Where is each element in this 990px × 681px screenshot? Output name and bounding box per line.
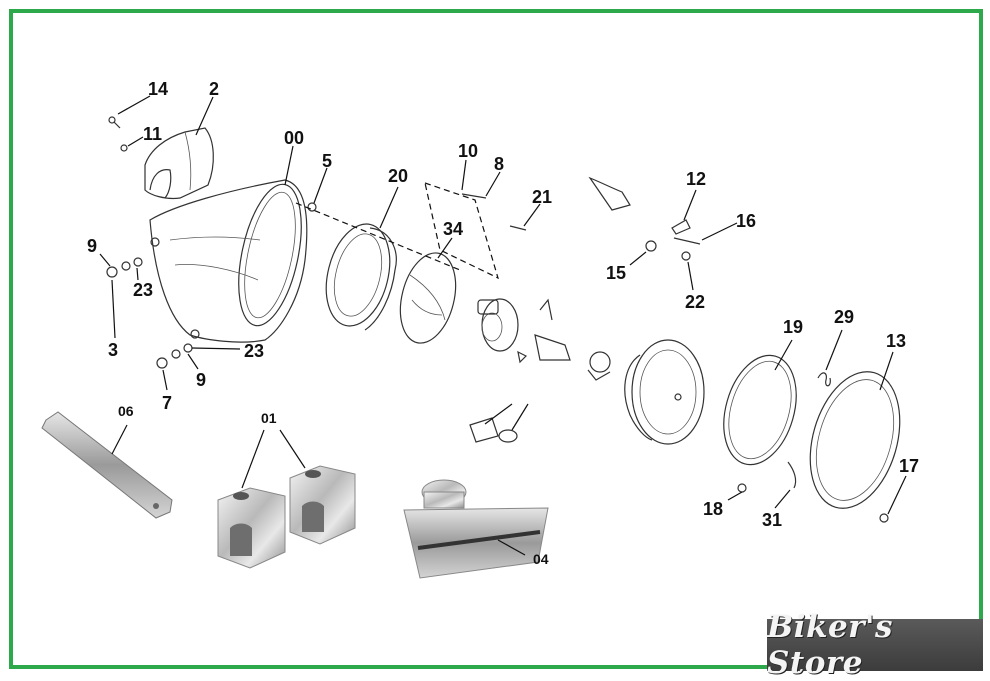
- callout-01: 01: [261, 410, 277, 426]
- mounting-ring-part: [325, 223, 397, 331]
- retaining-ring-part: [723, 354, 797, 466]
- callout-10: 10: [458, 141, 478, 161]
- callout-numbers: 14 2 11 00 5 20 10 8 21 34 12 16 15 22 9…: [87, 79, 919, 567]
- bulb-socket-part: [477, 298, 611, 381]
- riser-clamps-part: [217, 465, 356, 569]
- screws-and-washers: [106, 116, 889, 523]
- callout-31: 31: [762, 510, 782, 530]
- callout-21: 21: [532, 187, 552, 207]
- callout-7: 7: [162, 393, 172, 413]
- callout-8: 8: [494, 154, 504, 174]
- callout-2: 2: [209, 79, 219, 99]
- sealed-beam-lamp-part: [624, 339, 705, 445]
- callout-15: 15: [606, 263, 626, 283]
- inner-bucket-part: [399, 252, 457, 344]
- callout-11: 11: [143, 124, 162, 144]
- callout-06: 06: [118, 403, 134, 419]
- logo-text: Biker's Store: [767, 609, 893, 681]
- callout-3: 3: [108, 340, 118, 360]
- small-bulbs-part: [469, 417, 518, 443]
- top-cover-part: [144, 127, 214, 200]
- callout-14: 14: [148, 79, 168, 99]
- assembly-dashed-lines: [295, 182, 499, 280]
- callout-5: 5: [322, 151, 332, 171]
- callout-00: 00: [284, 128, 304, 148]
- callout-22: 22: [685, 292, 705, 312]
- callout-34: 34: [443, 219, 463, 239]
- headlamp-nacelle-part: [149, 179, 308, 343]
- callout-9-lower: 9: [196, 370, 206, 390]
- callout-17: 17: [899, 456, 919, 476]
- top-clamp-part: [403, 479, 549, 579]
- callout-29: 29: [834, 307, 854, 327]
- callout-20: 20: [388, 166, 408, 186]
- bikers-store-logo: Biker's Store: [767, 609, 983, 681]
- callout-12: 12: [686, 169, 706, 189]
- callout-18: 18: [703, 499, 723, 519]
- leader-lines: [99, 95, 907, 556]
- trim-ring-part: [809, 371, 901, 509]
- springs-part: [787, 372, 831, 489]
- callout-23-upper: 23: [133, 280, 153, 300]
- callout-9-upper: 9: [87, 236, 97, 256]
- callout-04: 04: [533, 551, 549, 567]
- callout-13: 13: [886, 331, 906, 351]
- green-border-frame: [9, 9, 983, 669]
- callout-23-lower: 23: [244, 341, 264, 361]
- callout-16: 16: [736, 211, 756, 231]
- mounting-bracket-part: [41, 411, 173, 519]
- callout-19: 19: [783, 317, 803, 337]
